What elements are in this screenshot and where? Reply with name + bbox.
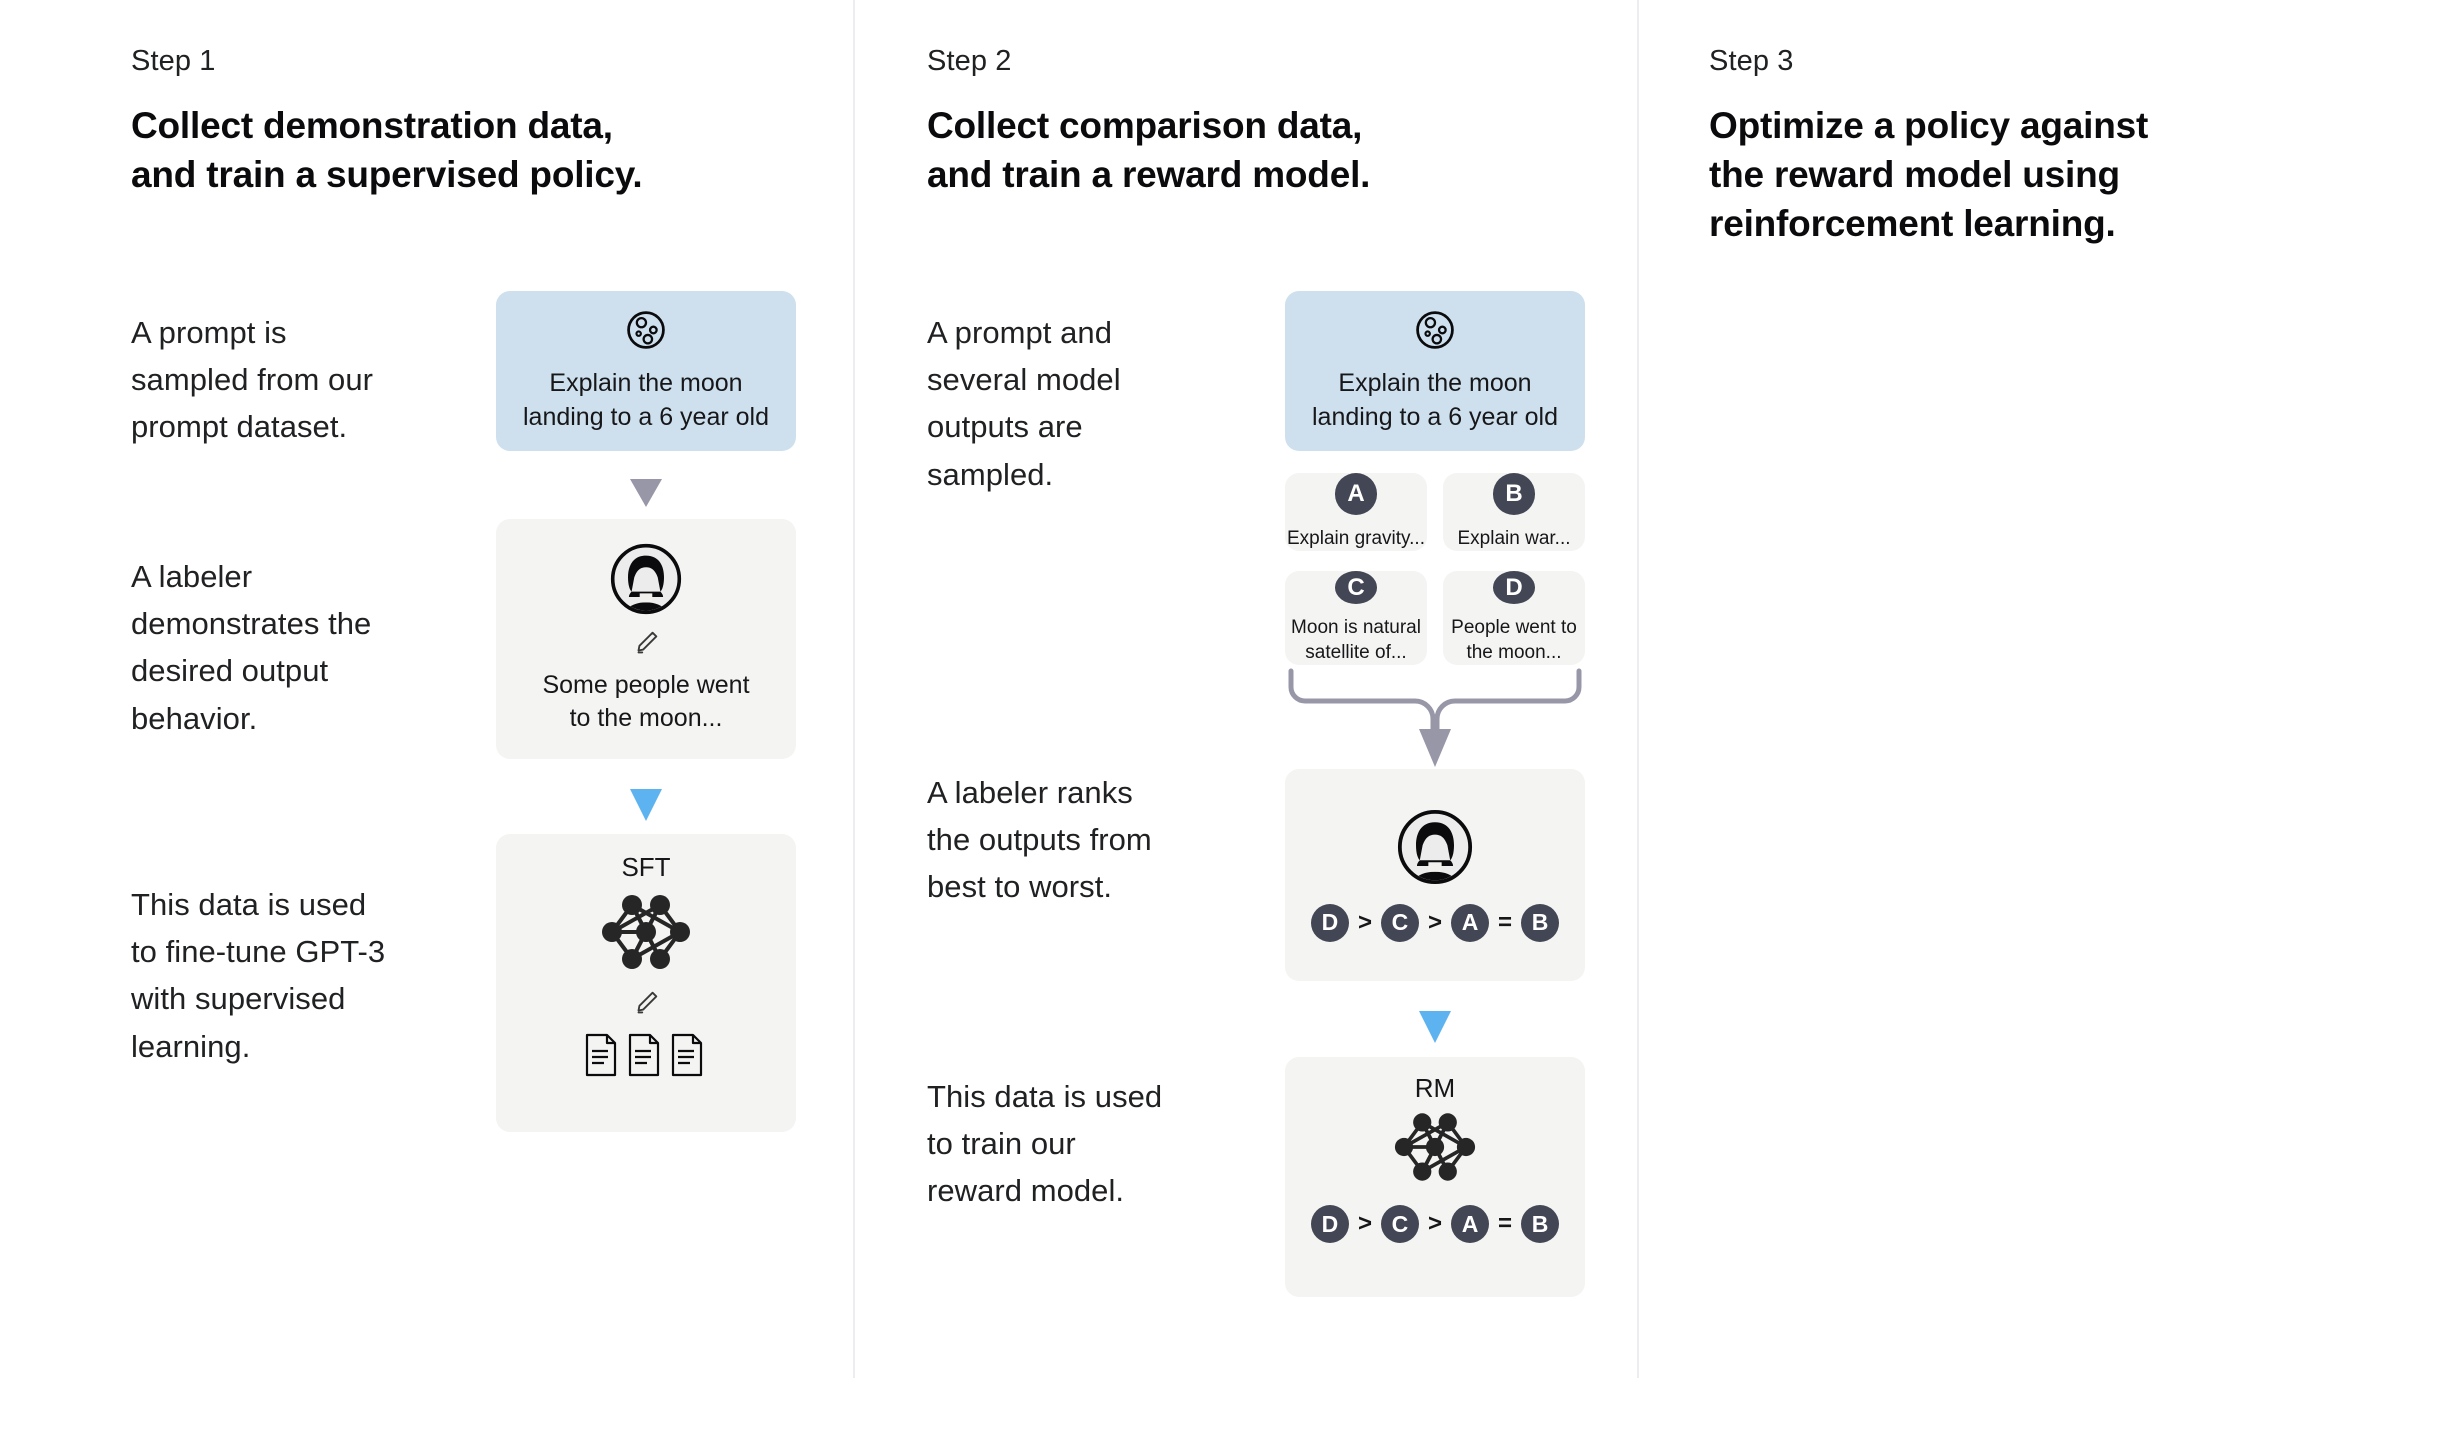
step-2-rm-title: RM (1414, 1073, 1456, 1104)
rank-badge-1: D (1310, 903, 1349, 942)
rank-badge-3: A (1451, 903, 1489, 942)
rank-op-2: > (1427, 908, 1442, 936)
column-divider-1 (853, 0, 855, 1378)
step-1-title: Collect demonstration data, and train a … (131, 104, 643, 195)
step-2-rm-sequence: D > C > A = B (1310, 1205, 1560, 1244)
step-1-label: Step 1 (131, 45, 216, 77)
step-3-column: Step 3 Optimize a policy against the rew… (1637, 0, 2452, 1378)
moon-icon (624, 308, 668, 357)
step-1-arrow-down-gray (630, 479, 662, 508)
step-2-output-card-a[interactable]: A Explain gravity... (1285, 473, 1427, 552)
step-2-output-caption-d: People went to the moon... (1451, 616, 1577, 663)
step-2-content: A prompt and several model outputs are s… (927, 291, 1637, 1441)
step-1-prompt-card[interactable]: Explain the moon landing to a 6 year old (496, 291, 796, 452)
step-2-output-card-b[interactable]: B Explain war... (1443, 473, 1585, 552)
step-1-column: Step 1 Collect demonstration data, and t… (0, 0, 855, 1378)
output-badge-b: B (1493, 473, 1535, 515)
step-2-ranking-card[interactable]: D > C > A = B (1285, 769, 1585, 982)
step-2-paragraph-1: A prompt and several model outputs are s… (927, 315, 1121, 492)
column-divider-2 (1637, 0, 1639, 1378)
pencil-icon (631, 628, 661, 663)
step-2-ranking-sequence: D > C > A = B (1310, 903, 1560, 942)
step-2-arrow-down-blue (1419, 1011, 1451, 1044)
step-2-prompt-card[interactable]: Explain the moon landing to a 6 year old (1285, 291, 1585, 452)
step-1-labeler-caption: Some people went to the moon... (542, 670, 750, 733)
step-2-column: Step 2 Collect comparison data, and trai… (855, 0, 1637, 1378)
step-2-paragraph-3: This data is used to train our reward mo… (927, 1079, 1163, 1209)
step-1-content: A prompt is sampled from our prompt data… (131, 291, 855, 1441)
rm-rank-op-2: > (1427, 1210, 1442, 1238)
step-2-output-caption-a: Explain gravity... (1287, 527, 1425, 549)
output-badge-a: A (1335, 473, 1377, 515)
step-2-output-caption-b: Explain war... (1457, 527, 1571, 549)
step-2-output-card-d[interactable]: D People went to the moon... (1443, 571, 1585, 666)
rm-rank-op-1: > (1357, 1210, 1372, 1238)
step-1-sft-title: SFT (621, 852, 671, 883)
step-1-labeler-card[interactable]: Some people went to the moon... (496, 519, 796, 760)
step-3-label: Step 3 (1709, 45, 1794, 77)
merge-brace-connector (1285, 667, 1585, 778)
step-1-arrow-down-blue (630, 789, 662, 822)
step-1-paragraph-1: A prompt is sampled from our prompt data… (131, 315, 374, 445)
documents-icon (581, 1031, 711, 1084)
step-1-paragraph-3: This data is used to fine-tune GPT-3 wit… (131, 887, 386, 1064)
rm-rank-badge-2: C (1380, 1205, 1419, 1244)
neural-network-icon (586, 887, 706, 982)
rank-op-1: > (1357, 908, 1372, 936)
rank-badge-4: B (1521, 903, 1560, 942)
step-2-prompt-caption: Explain the moon landing to a 6 year old (1311, 369, 1558, 431)
rm-rank-badge-3: A (1451, 1205, 1489, 1244)
rank-badge-2: C (1380, 903, 1419, 942)
ranking-diagram: Step 1 Collect demonstration data, and t… (0, 0, 2452, 1378)
step-2-label: Step 2 (927, 45, 1012, 77)
rm-rank-badge-4: B (1521, 1205, 1560, 1244)
step-2-output-card-c[interactable]: C Moon is natural satellite of... (1285, 571, 1427, 666)
step-2-output-caption-c: Moon is natural satellite of... (1291, 616, 1421, 663)
output-badge-c: C (1335, 571, 1377, 604)
step-3-title: Optimize a policy against the reward mod… (1709, 104, 2149, 245)
person-avatar-icon (1397, 809, 1473, 890)
rm-rank-op-3: = (1498, 1210, 1513, 1238)
step-2-rm-card[interactable]: RM (1285, 1057, 1585, 1298)
step-2-title: Collect comparison data, and train a rew… (927, 104, 1371, 195)
step-1-paragraph-2: A labeler demonstrates the desired outpu… (131, 559, 372, 736)
person-avatar-icon (610, 543, 682, 620)
rm-rank-badge-1: D (1310, 1205, 1349, 1244)
pencil-icon (631, 988, 661, 1023)
rank-op-3: = (1498, 908, 1513, 936)
step-1-sft-card[interactable]: SFT (496, 834, 796, 1133)
step-2-paragraph-2: A labeler ranks the outputs from best to… (927, 775, 1152, 905)
step-1-prompt-caption: Explain the moon landing to a 6 year old (522, 369, 769, 431)
output-badge-d: D (1493, 571, 1535, 604)
moon-icon (1413, 308, 1457, 357)
neural-network-icon (1380, 1106, 1490, 1193)
